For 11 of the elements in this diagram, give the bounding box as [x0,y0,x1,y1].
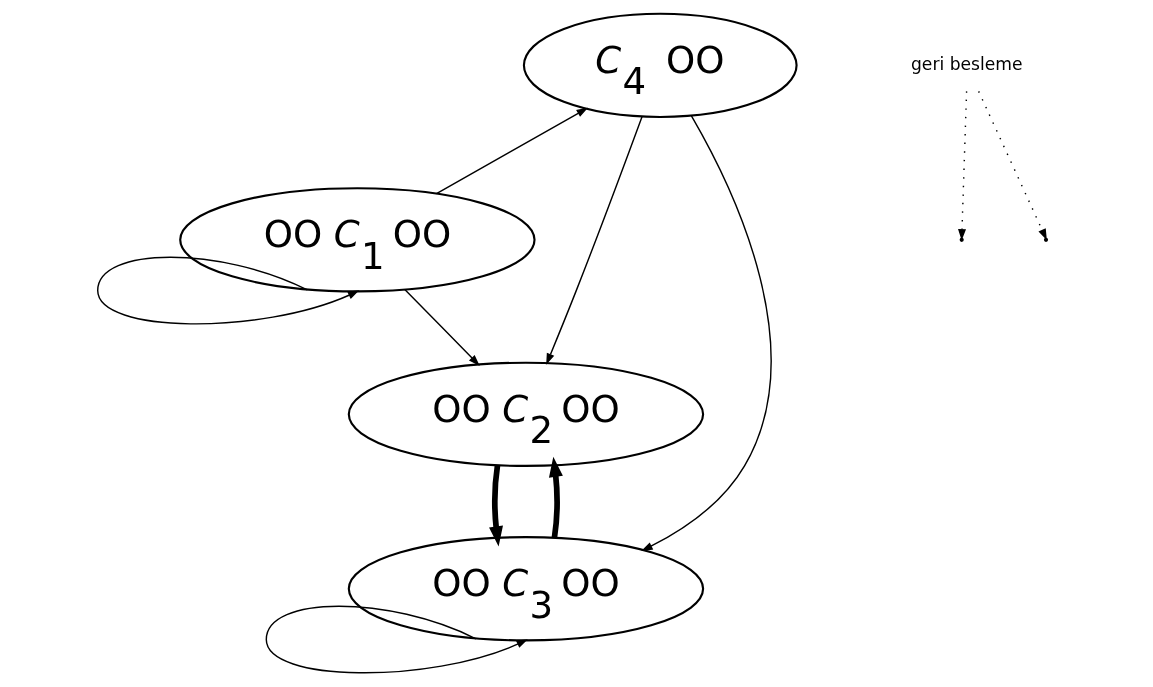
arrow [489,465,503,547]
node-text: geri besleme [910,53,1023,74]
arrow [404,288,480,366]
arrow [97,256,360,325]
arrow [435,107,589,195]
arrow [958,90,968,241]
arrow [265,605,528,674]
arrow [977,90,1047,241]
arrow [641,115,772,552]
arrow [548,456,563,539]
arrow [546,115,643,365]
